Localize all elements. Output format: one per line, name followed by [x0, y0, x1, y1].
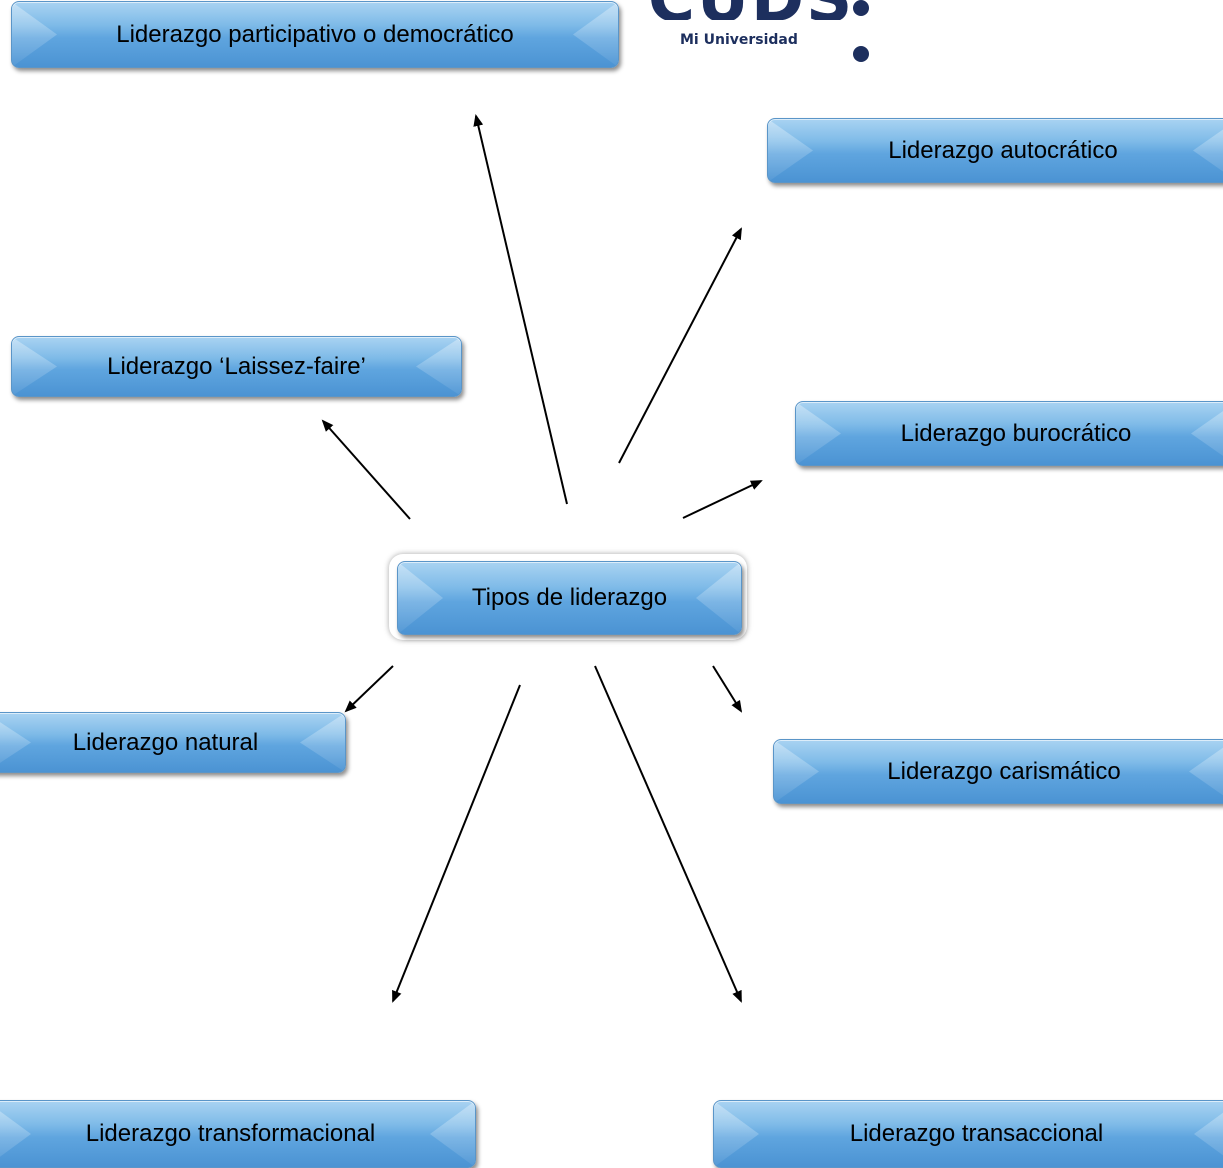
node-burocratico-label: Liderazgo burocrático — [900, 419, 1132, 447]
arrow-to-participativo — [473, 114, 568, 505]
arrow-to-transaccional — [594, 665, 742, 1003]
arrow-to-natural — [344, 665, 394, 713]
center-node: Tipos de liderazgo — [397, 561, 742, 635]
node-participativo: Liderazgo participativo o democrático — [11, 1, 619, 68]
node-laissez-faire-label: Liderazgo ‘Laissez-faire’ — [107, 352, 366, 380]
node-laissez-faire: Liderazgo ‘Laissez-faire’ — [11, 336, 462, 397]
arrow-to-autocratico — [618, 227, 742, 464]
center-node-label: Tipos de liderazgo — [471, 584, 668, 611]
node-carismatico-label: Liderazgo carismático — [887, 757, 1121, 785]
node-autocratico: Liderazgo autocrático — [767, 118, 1223, 183]
logo-dot-upper — [853, 0, 869, 16]
node-transformacional: Liderazgo transformacional — [0, 1100, 476, 1168]
university-logo: CUDS Mi Universidad — [640, 0, 880, 70]
arrow-to-carismatico — [712, 665, 743, 713]
node-autocratico-label: Liderazgo autocrático — [888, 136, 1118, 164]
logo-wordmark: CUDS — [648, 0, 848, 20]
arrow-to-transformacional — [392, 684, 521, 1003]
node-natural-label: Liderazgo natural — [72, 728, 259, 756]
node-natural: Liderazgo natural — [0, 712, 346, 773]
node-transaccional-label: Liderazgo transaccional — [849, 1120, 1104, 1147]
node-burocratico: Liderazgo burocrático — [795, 401, 1223, 466]
arrow-to-burocratico — [682, 480, 763, 519]
arrow-to-laissez-faire — [321, 419, 411, 520]
logo-subtitle: Mi Universidad — [680, 32, 798, 48]
logo-dot-lower — [853, 46, 869, 62]
node-participativo-label: Liderazgo participativo o democrático — [116, 20, 514, 48]
node-carismatico: Liderazgo carismático — [773, 739, 1223, 804]
node-transformacional-label: Liderazgo transformacional — [85, 1120, 376, 1147]
node-transaccional: Liderazgo transaccional — [713, 1100, 1223, 1168]
